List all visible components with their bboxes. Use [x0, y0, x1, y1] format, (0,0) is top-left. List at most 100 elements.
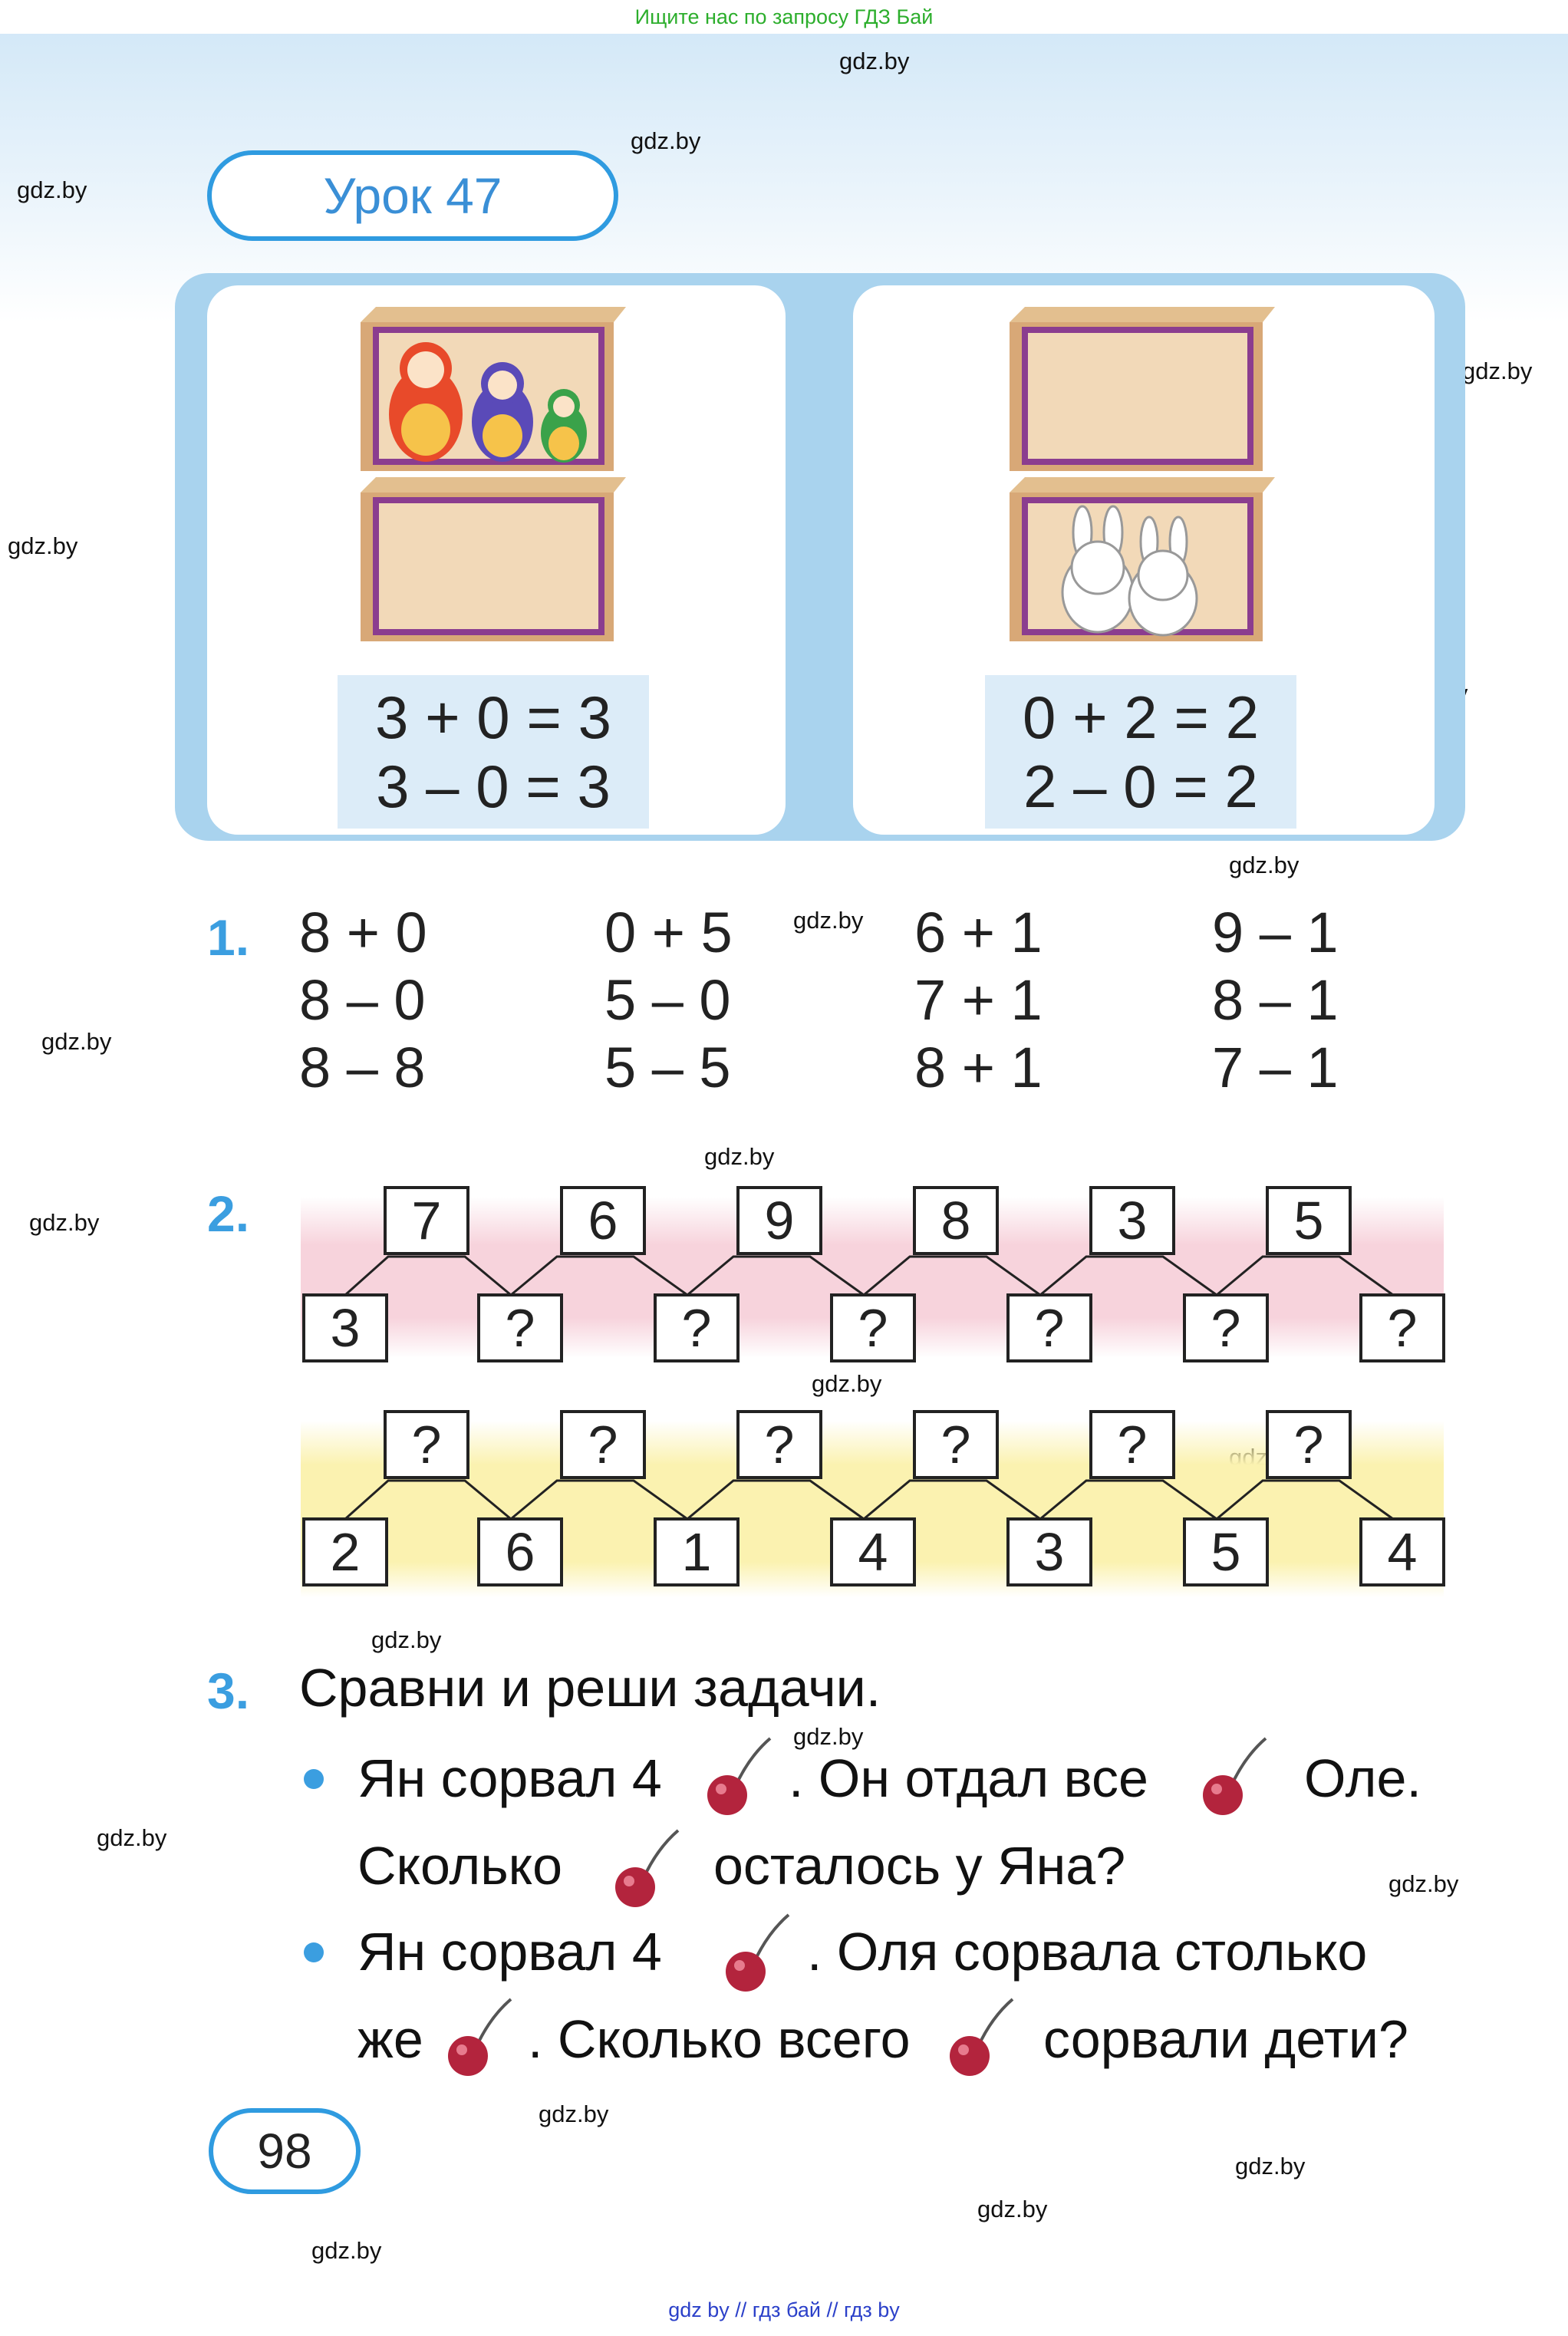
page-number: 98 [209, 2108, 361, 2194]
number-box: 9 [736, 1186, 822, 1255]
task3-number: 3. [207, 1662, 250, 1719]
watermark: gdz.by [17, 176, 87, 203]
top-banner[interactable]: Ищите нас по запросу ГДЗ Бай [0, 0, 1568, 34]
bunny-icon [1128, 516, 1198, 637]
matryoshka-icon [541, 389, 587, 463]
watermark: gdz.by [1235, 2153, 1306, 2179]
expression: 7 + 1 [914, 968, 1043, 1032]
answer-box[interactable]: ? [1006, 1293, 1092, 1362]
equation: 0 + 2 = 2 [1023, 684, 1259, 751]
cherry-icon [707, 1737, 772, 1815]
watermark: gdz.by [1229, 852, 1300, 878]
answer-box[interactable]: ? [654, 1293, 740, 1362]
expression: 8 + 0 [299, 901, 427, 964]
task1-column: 6 + 1 7 + 1 8 + 1 [914, 899, 1043, 1102]
watermark: gdz.by [311, 2237, 382, 2264]
problem2-text: . Сколько всего [528, 2009, 911, 2069]
watermark: gdz.by [8, 532, 78, 559]
watermark: gdz.by [631, 127, 701, 154]
task1-column: 8 + 0 8 – 0 8 – 8 [299, 899, 427, 1102]
problem2-text: же [357, 2009, 423, 2069]
task1-column: 9 – 1 8 – 1 7 – 1 [1212, 899, 1339, 1102]
watermark: gdz.by [812, 1370, 882, 1397]
watermark: gdz.by [371, 1626, 442, 1653]
expression: 6 + 1 [914, 901, 1043, 964]
answer-box[interactable]: ? [1359, 1293, 1445, 1362]
cherry-icon [1203, 1737, 1267, 1815]
expression: 0 + 5 [604, 901, 733, 964]
equation: 2 – 0 = 2 [1023, 753, 1258, 820]
number-box: 3 [1089, 1186, 1175, 1255]
number-box: 5 [1266, 1186, 1352, 1255]
problem2-text: сорвали дети? [1043, 2009, 1408, 2069]
intro-panel-left: 3 + 0 = 3 3 – 0 = 3 [207, 285, 786, 835]
problem1-text: осталось у Яна? [713, 1836, 1126, 1896]
problem1-text: . Он отдал все [789, 1748, 1148, 1808]
answer-box[interactable]: ? [477, 1293, 563, 1362]
watermark: gdz.by [977, 2196, 1048, 2222]
answer-box[interactable]: ? [830, 1293, 916, 1362]
expression: 9 – 1 [1212, 901, 1339, 964]
number-box: 6 [477, 1517, 563, 1586]
expression: 5 – 0 [604, 968, 731, 1032]
watermark: gdz.by [1462, 357, 1533, 384]
number-box: 2 [302, 1517, 388, 1586]
watermark: gdz.by [29, 1209, 100, 1236]
equation: 3 + 0 = 3 [375, 684, 611, 751]
number-box: 3 [302, 1293, 388, 1362]
answer-box[interactable]: ? [913, 1410, 999, 1479]
expression: 5 – 5 [604, 1036, 731, 1099]
empty-shelf-illustration [361, 477, 626, 641]
expression: 7 – 1 [1212, 1036, 1339, 1099]
answer-box[interactable]: ? [736, 1410, 822, 1479]
number-box: 6 [560, 1186, 646, 1255]
footer-links[interactable]: gdz by // гдз бай // гдз by [668, 2298, 900, 2321]
watermark: gdz.by [97, 1824, 167, 1851]
task1-column: 0 + 5 5 – 0 5 – 5 [604, 899, 733, 1102]
answer-box[interactable]: ? [560, 1410, 646, 1479]
number-box: 8 [913, 1186, 999, 1255]
watermark: gdz.by [41, 1028, 112, 1055]
number-box: 1 [654, 1517, 740, 1586]
shelf-with-bunnies-illustration [1010, 477, 1275, 641]
answer-box[interactable]: ? [384, 1410, 469, 1479]
intro-equations-right: 0 + 2 = 2 2 – 0 = 2 [985, 675, 1296, 829]
bullet-icon [304, 1942, 324, 1962]
cherry-icon [615, 1829, 680, 1907]
lesson-title: Урок 47 [207, 150, 618, 241]
watermark: gdz.by [793, 907, 864, 934]
matryoshka-icon [472, 362, 533, 462]
task1-number: 1. [207, 909, 250, 966]
number-box: 7 [384, 1186, 469, 1255]
cherry-icon [950, 1998, 1014, 2076]
number-box: 4 [1359, 1517, 1445, 1586]
matryoshka-icon [389, 342, 463, 462]
cherry-icon [726, 1913, 790, 1992]
problem2-text: . Оля сорвала столько [807, 1922, 1368, 1982]
intro-equations-left: 3 + 0 = 3 3 – 0 = 3 [338, 675, 649, 829]
task3-title: Сравни и реши задачи. [299, 1658, 881, 1718]
watermark: gdz.by [1388, 1870, 1459, 1897]
number-box: 5 [1183, 1517, 1269, 1586]
expression: 8 – 8 [299, 1036, 426, 1099]
shelf-with-dolls-illustration [361, 307, 626, 471]
problem2-text: Ян сорвал 4 [357, 1922, 662, 1982]
answer-box[interactable]: ? [1183, 1293, 1269, 1362]
watermark: gdz.by [793, 1723, 864, 1750]
problem1-text: Сколько [357, 1836, 563, 1896]
watermark: gdz.by [839, 48, 910, 74]
answer-box[interactable]: ? [1266, 1410, 1352, 1479]
problem1-text: Оле. [1304, 1748, 1421, 1808]
expression: 8 – 1 [1212, 968, 1339, 1032]
bullet-icon [304, 1769, 324, 1789]
intro-panel-right: 0 + 2 = 2 2 – 0 = 2 [853, 285, 1435, 835]
number-box: 3 [1006, 1517, 1092, 1586]
task2-number: 2. [207, 1185, 250, 1242]
watermark: gdz.by [704, 1143, 775, 1170]
cherry-icon [448, 1998, 512, 2076]
answer-box[interactable]: ? [1089, 1410, 1175, 1479]
watermark: gdz.by [539, 2100, 609, 2127]
empty-shelf-illustration [1010, 307, 1275, 471]
expression: 8 – 0 [299, 968, 426, 1032]
